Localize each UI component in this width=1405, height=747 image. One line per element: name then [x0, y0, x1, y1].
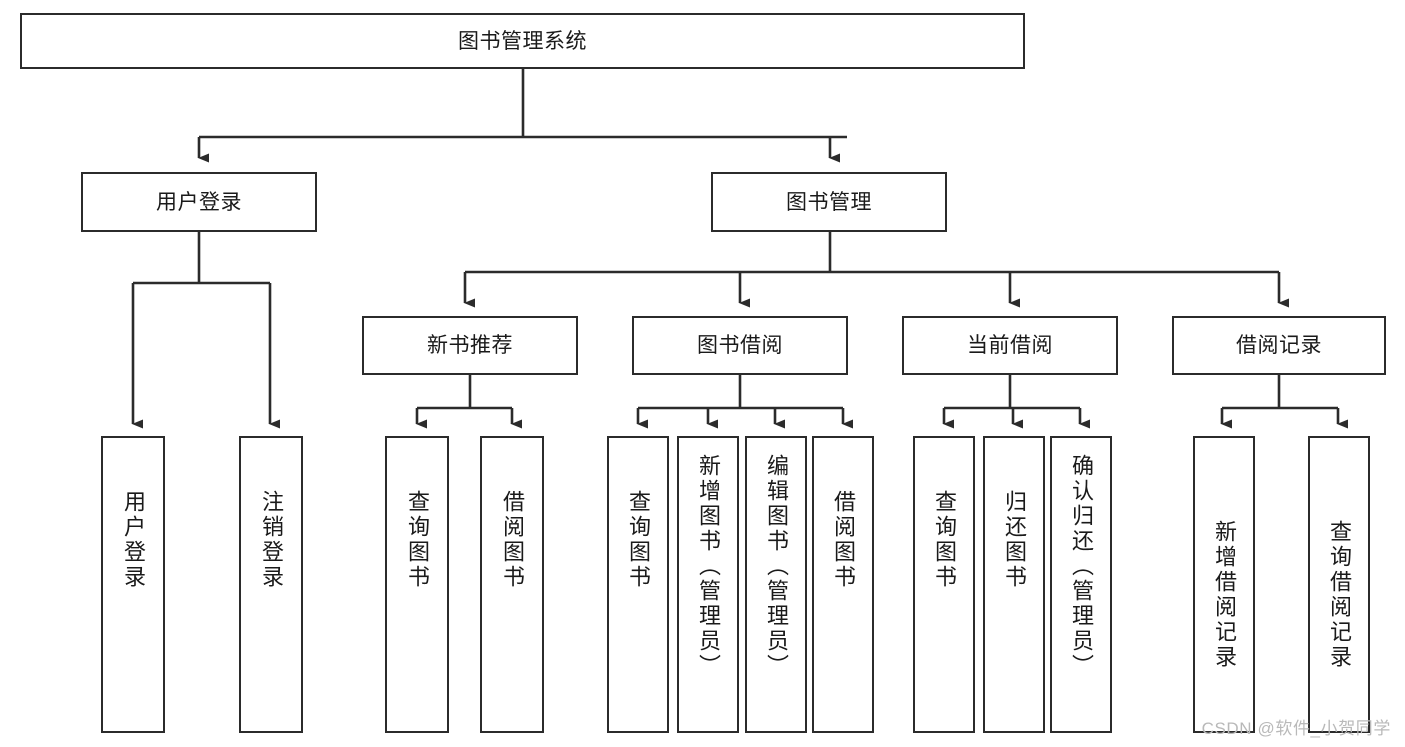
node-label: 查询图书 [932, 490, 957, 590]
node-user-login[interactable]: 用户登录 [81, 172, 317, 232]
leaf-confirm-return-admin[interactable]: 确认归还（管理员） [1050, 436, 1112, 733]
node-book-borrow[interactable]: 图书借阅 [632, 316, 848, 375]
leaf-query-book-borrow[interactable]: 查询图书 [607, 436, 669, 733]
leaf-borrow-book[interactable]: 借阅图书 [812, 436, 874, 733]
node-label: 查询借阅记录 [1327, 520, 1352, 670]
leaf-add-book-admin[interactable]: 新增图书（管理员） [677, 436, 739, 733]
node-label: 借阅图书 [831, 490, 856, 590]
node-label: 新书推荐 [427, 334, 513, 357]
node-label: 注销登录 [259, 490, 284, 590]
node-borrow-record[interactable]: 借阅记录 [1172, 316, 1386, 375]
leaf-logout-login[interactable]: 注销登录 [239, 436, 303, 733]
node-label: 图书管理 [786, 190, 872, 214]
node-label: 编辑图书（管理员） [764, 454, 789, 679]
node-label: 用户登录 [156, 190, 242, 214]
leaf-return-book[interactable]: 归还图书 [983, 436, 1045, 733]
node-current-borrow[interactable]: 当前借阅 [902, 316, 1118, 375]
leaf-query-borrow-record[interactable]: 查询借阅记录 [1308, 436, 1370, 733]
node-label: 归还图书 [1002, 490, 1027, 590]
leaf-edit-book-admin[interactable]: 编辑图书（管理员） [745, 436, 807, 733]
node-label: 确认归还（管理员） [1069, 454, 1094, 679]
node-label: 用户登录 [121, 490, 146, 590]
node-label: 借阅记录 [1236, 334, 1322, 357]
node-label: 图书借阅 [697, 334, 783, 357]
node-label: 查询图书 [405, 490, 430, 590]
node-label: 查询图书 [626, 490, 651, 590]
node-label: 借阅图书 [500, 490, 525, 590]
node-label: 新增图书（管理员） [696, 454, 721, 679]
node-book-management[interactable]: 图书管理 [711, 172, 947, 232]
leaf-user-login[interactable]: 用户登录 [101, 436, 165, 733]
leaf-borrow-book-newbook[interactable]: 借阅图书 [480, 436, 544, 733]
node-new-book-recommend[interactable]: 新书推荐 [362, 316, 578, 375]
node-label: 新增借阅记录 [1212, 520, 1237, 670]
leaf-query-book-current[interactable]: 查询图书 [913, 436, 975, 733]
node-label: 图书管理系统 [458, 29, 587, 53]
leaf-add-borrow-record[interactable]: 新增借阅记录 [1193, 436, 1255, 733]
node-root-book-management-system[interactable]: 图书管理系统 [20, 13, 1025, 69]
leaf-query-book-newbook[interactable]: 查询图书 [385, 436, 449, 733]
node-label: 当前借阅 [967, 334, 1053, 357]
